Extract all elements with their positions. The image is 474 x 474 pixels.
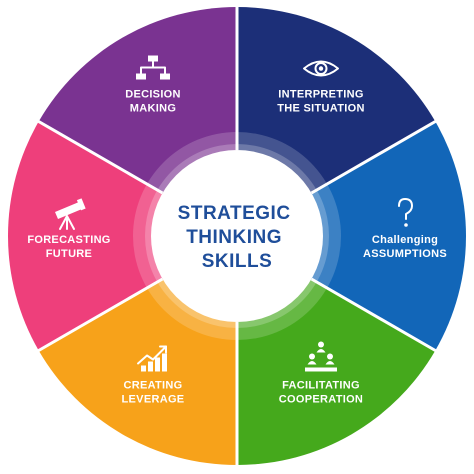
- segment-label-facilitating: FACILITATING COOPERATION: [279, 379, 363, 405]
- segment-dividers: [36, 5, 438, 467]
- org-chart-icon: [136, 55, 170, 80]
- segment-divider: [310, 277, 438, 353]
- segment-label-line: COOPERATION: [279, 393, 363, 405]
- center-circle: [151, 150, 323, 322]
- segment-divider: [36, 277, 164, 353]
- segment-label-interpreting: INTERPRETING THE SITUATION: [277, 89, 364, 115]
- segment-label-line: DECISION: [125, 89, 181, 101]
- center-title-line: STRATEGIC: [178, 203, 291, 224]
- growth-chart-icon: [137, 345, 167, 372]
- segment-label-line: MAKING: [130, 103, 176, 115]
- question-mark-icon: [398, 198, 413, 227]
- icons-layer: [55, 55, 413, 372]
- team-pyramid-icon: [305, 341, 337, 372]
- segment-label-decision: DECISION MAKING: [125, 89, 181, 115]
- segment-forecasting: [7, 121, 237, 351]
- segment-label-line: FUTURE: [46, 248, 92, 260]
- center-title: STRATEGIC THINKING SKILLS: [178, 203, 297, 272]
- segment-label-line: Challenging: [372, 234, 438, 246]
- segment-label-line: CREATING: [123, 379, 182, 391]
- segment-label-line: FACILITATING: [282, 379, 360, 391]
- segment-divider: [36, 119, 164, 195]
- segment-label-line: ASSUMPTIONS: [363, 248, 447, 260]
- telescope-icon: [55, 198, 86, 230]
- center-title-line: THINKING: [186, 227, 282, 248]
- segment-label-forecasting: FORECASTING FUTURE: [27, 234, 110, 260]
- eye-icon: [303, 60, 339, 77]
- segment-label-line: INTERPRETING: [278, 89, 364, 101]
- segment-divider: [310, 119, 438, 195]
- segment-label-line: THE SITUATION: [277, 103, 364, 115]
- segment-challenging: [237, 121, 467, 351]
- center-title-line: SKILLS: [202, 251, 273, 272]
- segment-label-creating: CREATING LEVERAGE: [122, 379, 185, 405]
- segment-label-line: LEVERAGE: [122, 393, 185, 405]
- segment-label-line: FORECASTING: [27, 234, 110, 246]
